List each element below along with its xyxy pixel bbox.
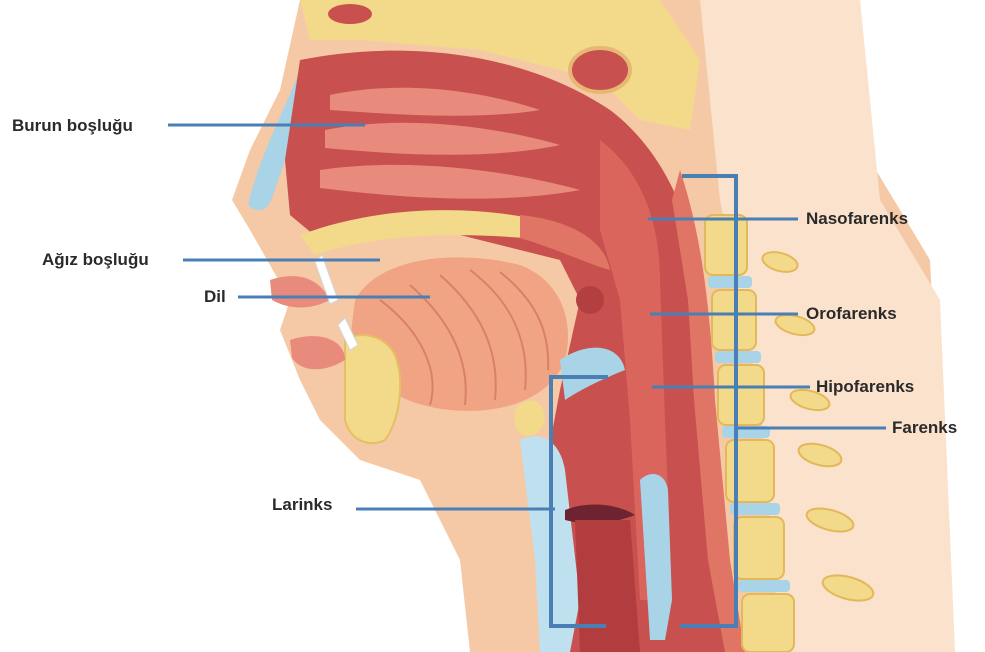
tonsil xyxy=(576,286,604,314)
label-orofarenks: Orofarenks xyxy=(806,304,897,324)
label-larinks: Larinks xyxy=(272,495,332,515)
label-nasofarenks: Nasofarenks xyxy=(806,209,908,229)
label-dil: Dil xyxy=(204,287,226,307)
sphenoid-sinus xyxy=(570,48,630,92)
label-agiz-boslugu: Ağız boşluğu xyxy=(42,250,149,270)
label-hipofarenks: Hipofarenks xyxy=(816,377,914,397)
mandible xyxy=(345,335,400,443)
trachea xyxy=(575,520,640,652)
label-burun-boslugu: Burun boşluğu xyxy=(12,116,133,136)
label-farenks: Farenks xyxy=(892,418,957,438)
sinus-top xyxy=(328,4,372,24)
